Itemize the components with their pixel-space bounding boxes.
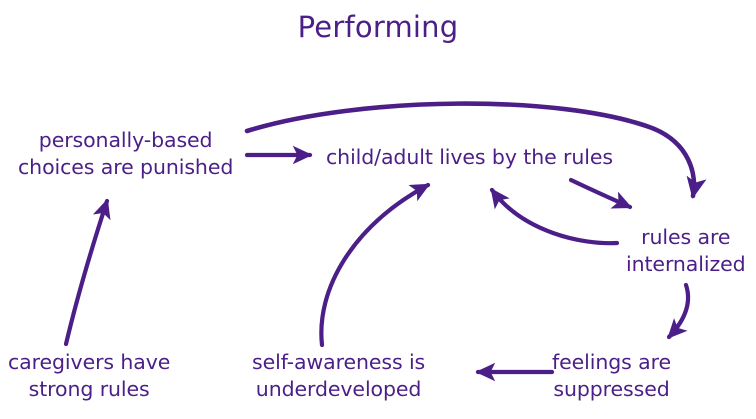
node-feelings-line2: suppressed (553, 376, 670, 401)
node-child-adult-line1: child/adult lives by the rules (326, 145, 613, 169)
node-caregivers-line1: caregivers have (8, 350, 171, 374)
node-self-awareness-line1: self-awareness is (252, 350, 426, 374)
node-self-awareness: self-awareness is underdeveloped (252, 349, 425, 402)
node-rules-internalized: rules are internalized (626, 224, 746, 277)
node-caregivers-line2: strong rules (28, 376, 150, 401)
node-rules-internalized-line1: rules are (641, 225, 731, 249)
node-rules-internalized-line2: internalized (626, 251, 746, 276)
edge-child-adult-to-rules-internalized (568, 177, 633, 210)
node-feelings-line1: feelings are (552, 350, 671, 374)
node-personally-based: personally-based choices are punished (18, 127, 233, 180)
edge-self-awareness-to-child-adult (319, 182, 431, 348)
node-feelings-suppressed: feelings are suppressed (552, 349, 671, 402)
node-caregivers: caregivers have strong rules (8, 349, 170, 402)
node-child-adult: child/adult lives by the rules (326, 144, 613, 171)
node-personally-based-line2: choices are punished (18, 154, 234, 179)
edge-rules-internalized-to-child-adult (489, 187, 620, 246)
node-self-awareness-line2: underdeveloped (255, 376, 422, 401)
page-title: Performing (297, 10, 459, 44)
node-personally-based-line1: personally-based (38, 128, 213, 152)
edge-rules-internalized-to-feelings (666, 282, 691, 340)
edge-caregivers-to-personally-based (63, 198, 111, 347)
